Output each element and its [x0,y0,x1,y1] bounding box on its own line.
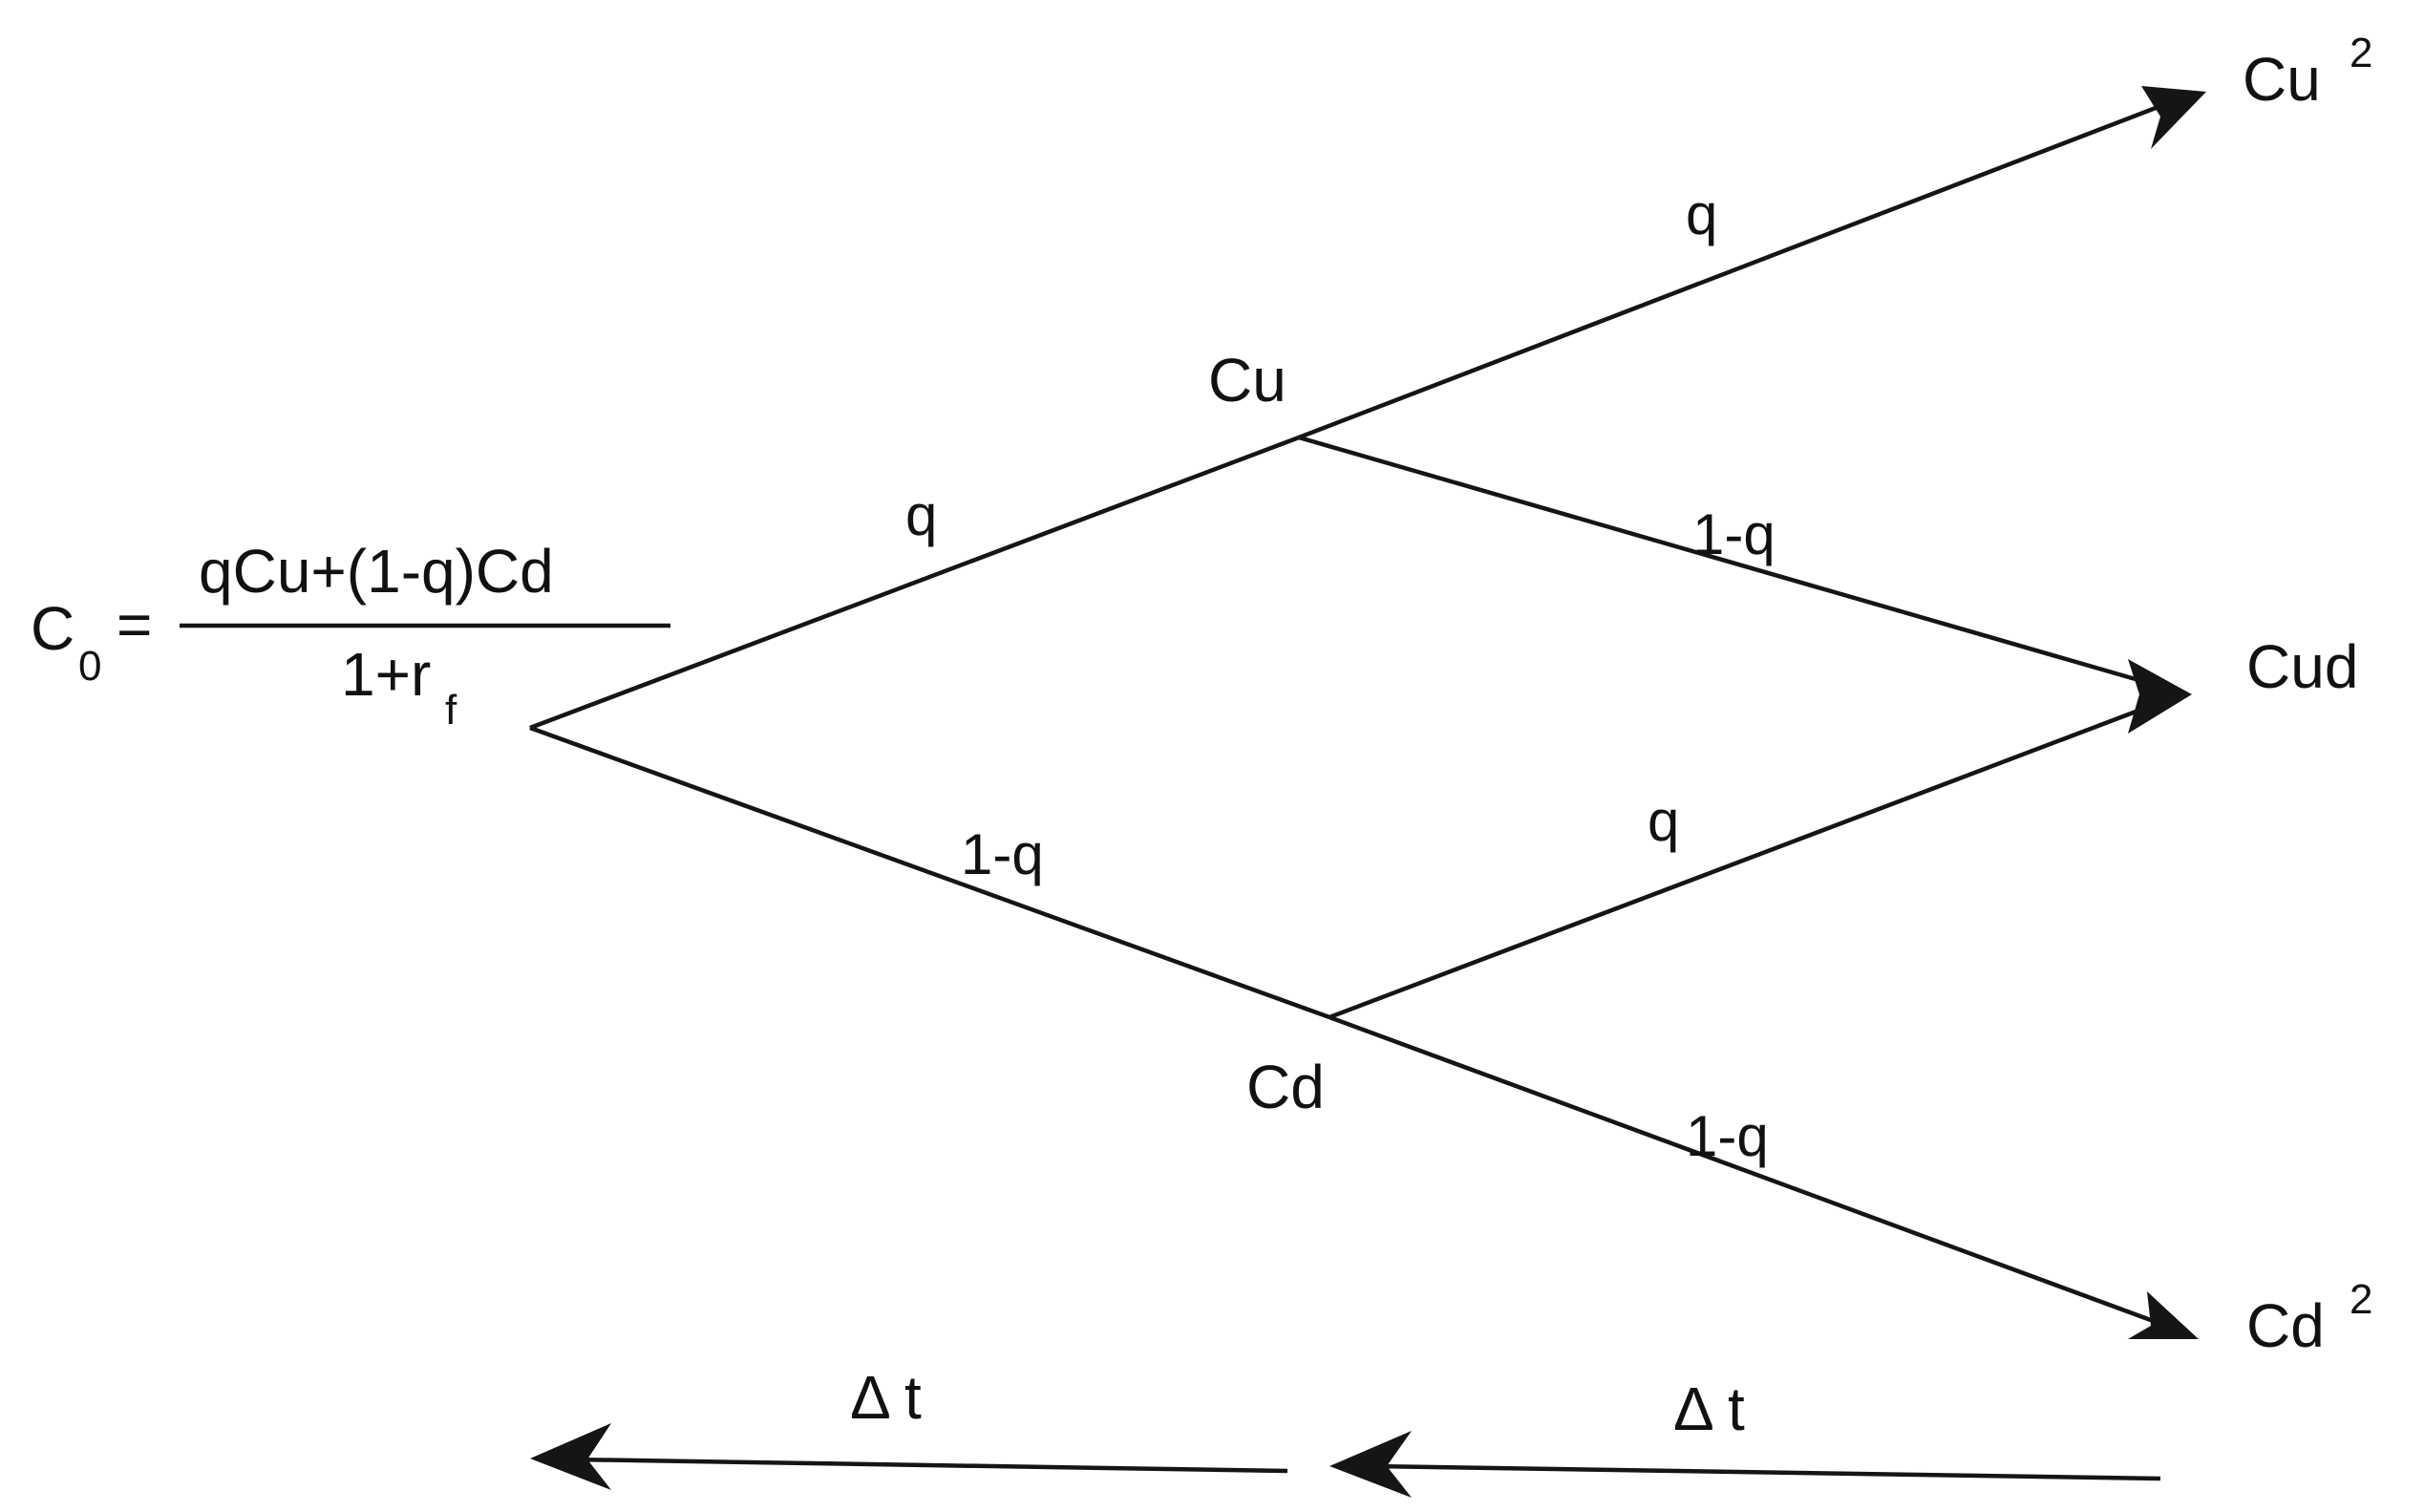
edge-label-root-to-down: 1-q [961,822,1044,886]
edge-up-to-updown [1298,435,2159,689]
node-up-up-superscript: 2 [2350,30,2372,76]
formula-denominator-subscript: f [445,687,457,734]
node-down: Cd [1246,1053,1325,1121]
time-arrow-right [1371,1463,2161,1481]
edge-root-to-down [529,725,1330,1020]
formula-lhs: C [31,594,74,663]
arrowhead-upup [2141,86,2206,149]
time-step-left: Δ t [850,1363,922,1432]
formula-lhs-subscript: 0 [78,643,101,690]
arrowhead-downdown [2128,1291,2199,1339]
time-arrow-left [572,1457,1288,1474]
node-down-down-superscript: 2 [2350,1276,2372,1323]
edge-root-to-up [529,435,1300,731]
arrowhead-updown [2128,659,2192,734]
edge-label-down-to-downdown: 1-q [1686,1104,1769,1168]
node-up-down: Cud [2246,632,2358,701]
time-arrowhead-left [530,1423,611,1490]
edge-up-to-upup [1298,100,2169,440]
node-down-down: Cd [2246,1291,2325,1360]
time-step-right: Δ t [1673,1374,1745,1443]
edge-label-down-to-updown: q [1648,789,1679,853]
time-arrowhead-right [1329,1431,1412,1498]
formula-denominator: 1+r [341,640,431,709]
formula-numerator: qCu+(1-q)Cd [199,537,554,606]
edge-label-up-to-upup: q [1686,182,1717,246]
node-up-up: Cu [2243,45,2321,114]
edge-label-up-to-updown: 1-q [1692,502,1775,566]
formula-equals: = [117,590,152,659]
node-up: Cu [1208,346,1286,415]
root-formula: C 0 = qCu+(1-q)Cd 1+r f [31,537,670,734]
edge-down-to-downdown [1329,1014,2167,1329]
edge-label-root-to-up: q [905,483,937,547]
edge-down-to-updown [1329,700,2159,1020]
